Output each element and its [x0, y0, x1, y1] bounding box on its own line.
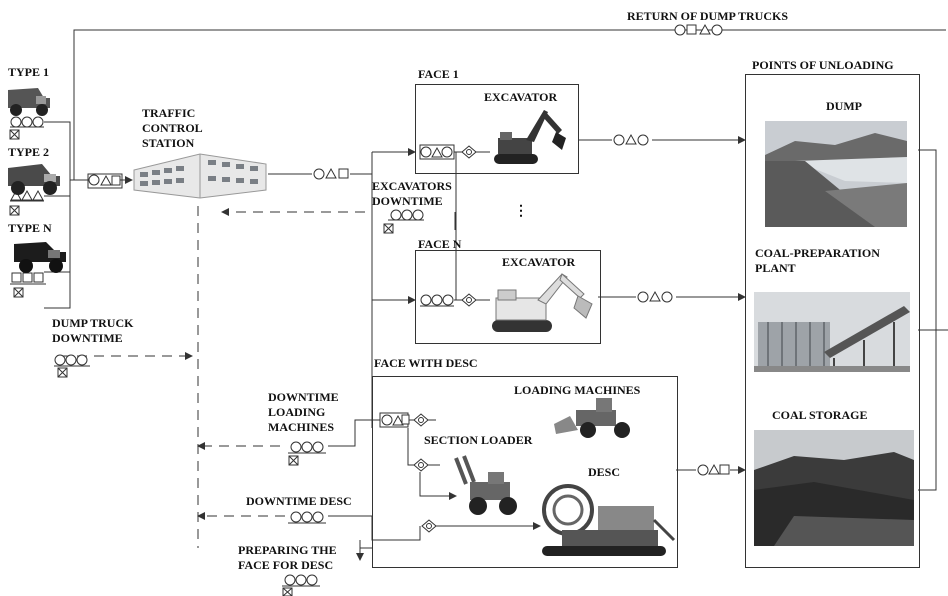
excavators-downtime-label: EXCAVATORS DOWNTIME [372, 179, 452, 209]
dump-truck-typeN-image [12, 240, 68, 274]
truck-type2-label: TYPE 2 [8, 145, 49, 160]
coal-prep-label: COAL-PREPARATION PLANT [755, 246, 915, 276]
excavator1-image [490, 104, 570, 168]
section-loader-image [452, 454, 526, 518]
dump-site-image [765, 121, 907, 227]
excavator1-label: EXCAVATOR [484, 90, 557, 105]
truck-typeN-label: TYPE N [8, 221, 52, 236]
coal-storage-label: COAL STORAGE [772, 408, 867, 423]
preparing-face-label: PREPARING THE FACE FOR DESC [238, 543, 358, 573]
face-with-desc-label: FACE WITH DESC [374, 356, 478, 371]
loading-machine-image [552, 394, 642, 438]
ellipsis-label: ⋮ [514, 204, 528, 219]
desc-machine-image [538, 480, 676, 562]
excavatorN-image [488, 268, 596, 334]
dump-label: DUMP [826, 99, 862, 114]
traffic-station-building-image [130, 150, 270, 200]
return-dump-trucks-label: RETURN OF DUMP TRUCKS [627, 9, 788, 24]
dump-truck-type2-image [6, 160, 62, 196]
truck-type1-label: TYPE 1 [8, 65, 49, 80]
dump-truck-downtime-label: DUMP TRUCK DOWNTIME [52, 316, 162, 346]
points-unloading-label: POINTS OF UNLOADING [752, 58, 894, 73]
downtime-loading-label: DOWNTIME LOADING MACHINES [268, 390, 348, 435]
dump-truck-type1-image [6, 84, 52, 118]
traffic-station-label: TRAFFIC CONTROL STATION [142, 106, 222, 151]
coal-prep-plant-image [754, 292, 910, 372]
face1-label: FACE 1 [418, 67, 459, 82]
coal-storage-image [754, 430, 914, 546]
downtime-desc-label: DOWNTIME DESC [246, 494, 352, 509]
desc-label: DESC [588, 465, 620, 480]
section-loader-label: SECTION LOADER [424, 433, 532, 448]
